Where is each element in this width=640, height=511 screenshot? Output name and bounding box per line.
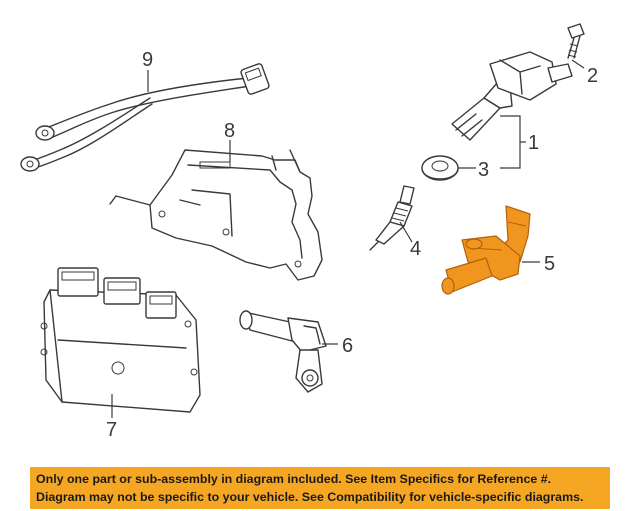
part-3-coil-boot (421, 155, 459, 181)
disclaimer-line-1: Only one part or sub-assembly in diagram… (36, 472, 552, 486)
part-4-spark-plug (369, 185, 415, 251)
part-2-bolt (567, 23, 585, 59)
part-8-ecm-bracket (109, 149, 323, 281)
callout-5: 5 (544, 253, 555, 275)
knock-sensor-upper (35, 125, 55, 141)
callout-3: 3 (478, 159, 489, 181)
callout-labels: 9 8 1 2 3 4 5 6 7 (106, 49, 598, 441)
part-1-ignition-coil (451, 51, 573, 141)
callout-8: 8 (224, 120, 235, 142)
part-7-engine-control-module (40, 267, 201, 413)
callout-4: 4 (410, 238, 421, 260)
disclaimer-line-2: Diagram may not be specific to your vehi… (36, 490, 584, 504)
callout-6: 6 (342, 335, 353, 357)
disclaimer-banner: Only one part or sub-assembly in diagram… (30, 467, 610, 509)
part-6-crank-sensor (239, 310, 327, 393)
part-9-knock-sensor-harness (20, 63, 270, 172)
callout-1: 1 (528, 132, 539, 154)
knock-sensor-lower (20, 156, 40, 172)
part-5-cam-sensor-highlighted (441, 205, 531, 295)
callout-7: 7 (106, 419, 117, 441)
parts-diagram: 9 8 1 2 3 4 5 6 7 (20, 23, 598, 441)
callout-leaders (111, 59, 585, 418)
callout-9: 9 (142, 49, 153, 71)
callout-2: 2 (587, 65, 598, 87)
harness-connector (240, 63, 270, 95)
